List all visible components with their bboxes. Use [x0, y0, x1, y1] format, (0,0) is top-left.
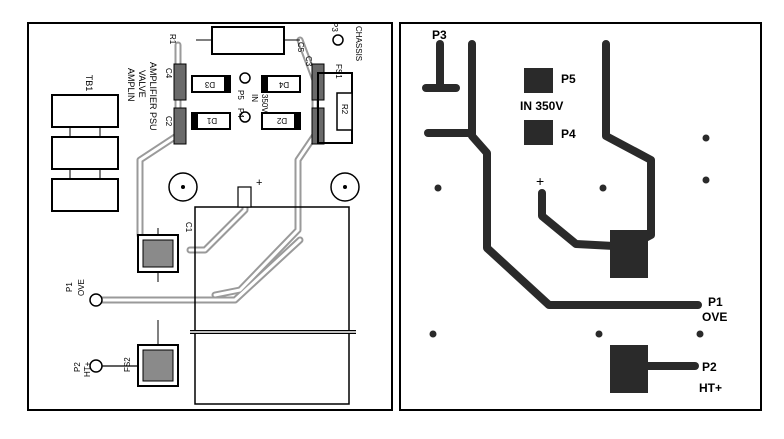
- board-title-line3: AMPLIFIER PSU: [148, 62, 158, 131]
- svg-text:D4: D4: [278, 80, 289, 89]
- upper-component-pad: [610, 230, 648, 278]
- ove-label: OVE: [77, 279, 86, 296]
- r2-label: R2: [340, 104, 349, 115]
- right-p4-label: P4: [561, 127, 576, 141]
- svg-text:D2: D2: [276, 116, 287, 125]
- p1-pad: [89, 293, 103, 307]
- fs1-label: FS1: [334, 64, 343, 79]
- svg-text:D3: D3: [204, 80, 215, 89]
- board-title-line1: AMPLIN: [126, 68, 136, 102]
- board-title-line2: VALVE: [137, 70, 147, 98]
- right-panel-frame: [399, 22, 762, 411]
- lower-component-pad: [610, 345, 648, 393]
- p5-pad: [239, 72, 251, 84]
- p5-pad-copper: [524, 68, 553, 93]
- ht-label: HT+: [83, 361, 92, 377]
- tb1-label: TB1: [84, 75, 94, 92]
- p2-pad: [89, 359, 103, 373]
- in-label: IN: [250, 94, 259, 102]
- diode-d2: D2: [261, 112, 301, 130]
- left-panel-frame: [27, 22, 393, 411]
- component-overlay-panel: TB1 AMPLIN VALVE AMPLIFIER PSU R1: [27, 22, 393, 411]
- p1-label: P1: [65, 282, 74, 292]
- drill-holes: [429, 134, 710, 338]
- c3-label: C3: [304, 56, 313, 67]
- component-fs2: FS2: [123, 320, 179, 387]
- p4-pad-copper: [524, 120, 553, 145]
- diode-d3: D3: [191, 75, 231, 93]
- fs2-label: FS2: [123, 357, 132, 372]
- p5-label: P5: [236, 90, 245, 100]
- resistor-r1: R1: [168, 26, 300, 55]
- svg-text:D1: D1: [206, 116, 217, 125]
- right-ht-label: HT+: [699, 381, 722, 395]
- p3-label: P3: [330, 22, 339, 32]
- right-plus-label: +: [536, 173, 544, 189]
- diode-d1: D1: [191, 112, 231, 130]
- terminal-block-tb1: TB1: [51, 75, 119, 212]
- r1-label: R1: [168, 34, 177, 45]
- right-p5-label: P5: [561, 72, 576, 86]
- right-p2-label: P2: [702, 360, 717, 374]
- capacitor-c1-outline: [194, 206, 350, 405]
- resistor-r2: [336, 92, 353, 131]
- right-in350-label: IN 350V: [520, 99, 563, 113]
- c1-plus-label: +: [256, 177, 262, 189]
- right-p1-label: P1: [708, 295, 723, 309]
- right-ove-label: OVE: [702, 310, 727, 324]
- c2-label: C2: [164, 116, 173, 127]
- track-layer-panel: P3 P5 IN 350V P4 + P1 OVE P2 HT+: [399, 22, 762, 411]
- mounting-hole-left: [168, 172, 198, 202]
- c1-terminal: [237, 186, 252, 208]
- p3-pad: [332, 34, 344, 46]
- c1-label: C1: [184, 222, 193, 233]
- chassis-label: CHASSIS: [354, 26, 363, 61]
- c4-label: C4: [164, 68, 173, 79]
- mounting-hole-right: [330, 172, 360, 202]
- right-p3-label: P3: [432, 28, 447, 42]
- p4-pad: [239, 111, 251, 123]
- diode-d4: D4: [261, 75, 301, 93]
- p4-label: P4: [236, 108, 245, 118]
- p2-label: P2: [73, 362, 82, 372]
- component-square-upper: [137, 228, 179, 282]
- c5-label: C5: [296, 42, 305, 53]
- 350v-label: 350V: [260, 94, 269, 113]
